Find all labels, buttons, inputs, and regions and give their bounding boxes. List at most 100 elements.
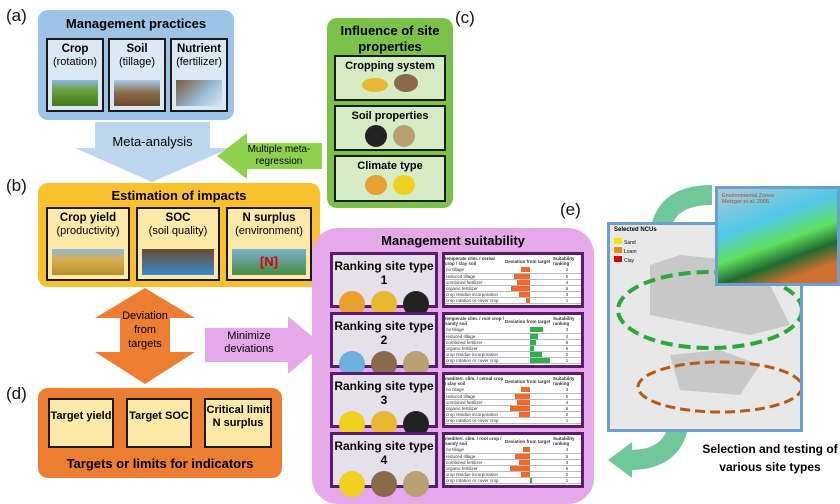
deviation-label: Deviation from targets <box>122 310 168 350</box>
deviation-bar <box>521 471 530 477</box>
soc-impact: SOC(soil quality) <box>136 207 220 281</box>
deviation-bar <box>530 477 533 483</box>
label-e: (e) <box>560 200 581 219</box>
ranking-label: Ranking site type 4 <box>334 439 434 467</box>
deviation-bar <box>521 387 530 393</box>
ranking-label: Ranking site type 2 <box>334 319 434 347</box>
crop-yield-impact: Crop yield(productivity) <box>46 207 130 281</box>
site-icon-1 <box>371 471 397 497</box>
deviation-bar <box>530 327 544 333</box>
crop-practice: Crop(rotation) <box>46 38 104 112</box>
deviation-bar <box>513 273 530 279</box>
deviation-bar <box>514 453 530 459</box>
targets-title: Targets or limits for indicators <box>66 456 254 471</box>
site-properties-panel: Influence of site properties Cropping sy… <box>327 18 453 208</box>
deviation-bar <box>514 393 530 399</box>
deviation-bar <box>530 351 543 357</box>
label-d: (d) <box>6 384 27 403</box>
impacts-title: Estimation of impacts <box>111 188 247 203</box>
deviation-bar <box>530 345 535 351</box>
deviation-bar <box>530 357 550 363</box>
target-yield: Target yield <box>48 398 114 448</box>
ranking-site-type-2: Ranking site type 2 <box>330 312 438 377</box>
deviation-bar <box>523 447 530 453</box>
meta-regression-arrow <box>217 133 322 179</box>
deviation-arrow <box>95 288 195 384</box>
map-legend-title: Selected NCUs <box>614 227 657 233</box>
deviation-bar <box>511 285 530 291</box>
selection-label: Selection and testing of various site ty… <box>702 442 838 474</box>
deviation-bar <box>530 339 536 345</box>
nitrogen-image: [N] <box>232 249 306 275</box>
inset-reference: Metzger et al. 2005 <box>722 199 770 205</box>
suitability-title: Management suitability <box>381 233 525 248</box>
ranking-table-3: mediterr. clim. / cereal crop / clay soi… <box>442 372 584 428</box>
root-crop-icon <box>394 73 418 92</box>
wheat-icon <box>362 77 388 92</box>
deviation-bar <box>530 333 538 339</box>
nutrient-practice: Nutrient(fertilizer) <box>170 38 228 112</box>
minimize-arrow <box>205 316 322 374</box>
tractor-image <box>114 80 160 106</box>
cropping-system: Cropping system <box>334 55 446 101</box>
deviation-bar <box>519 291 530 297</box>
soil-properties: Soil properties <box>334 105 446 151</box>
site-title: Influence of site properties <box>340 23 440 54</box>
deviation-bar <box>521 267 530 273</box>
ranking-label: Ranking site type 1 <box>334 259 434 287</box>
ranking-table-4: mediterr. clim. / root crop / sandy soil… <box>442 432 584 488</box>
n-surplus-impact: N surplus(environment)[N] <box>226 207 312 281</box>
legend-item: Loam <box>614 247 637 255</box>
legend-item: Sand <box>614 238 637 246</box>
soil-carbon-image <box>142 249 214 275</box>
deviation-bar <box>519 411 530 417</box>
mediterranean-climate-icon <box>393 174 415 195</box>
fertilizer-image <box>176 80 222 106</box>
soil-practice: Soil(tillage) <box>108 38 166 112</box>
label-a: (a) <box>6 6 27 25</box>
ranking-label: Ranking site type 3 <box>334 379 434 407</box>
deviation-bar <box>519 459 530 465</box>
meta-analysis-label: Meta-analysis <box>112 134 193 149</box>
ranking-site-type-1: Ranking site type 1 <box>330 252 438 317</box>
meta-regression-label: Multiple meta-regression <box>247 144 311 167</box>
management-practices-panel: Management practices Crop(rotation) Soil… <box>38 10 234 120</box>
critical-n-limit: Critical limit N surplus <box>204 398 272 448</box>
temperate-climate-icon <box>365 174 387 195</box>
ranking-site-type-4: Ranking site type 4 <box>330 432 438 497</box>
deviation-bar <box>516 399 530 405</box>
impacts-panel: Estimation of impacts Crop yield(product… <box>38 183 320 287</box>
minimize-label: Minimize deviations <box>224 330 274 356</box>
deviation-bar <box>516 279 530 285</box>
target-soc: Target SOC <box>126 398 192 448</box>
ranking-site-type-3: Ranking site type 3 <box>330 372 438 437</box>
wheat-field-image <box>52 249 124 275</box>
legend-item: Clay <box>614 256 637 264</box>
ranking-table-1: temperate clim. / cereal crop / clay soi… <box>442 252 584 308</box>
climate-type: Climate type <box>334 155 446 202</box>
label-b: (b) <box>6 176 27 195</box>
